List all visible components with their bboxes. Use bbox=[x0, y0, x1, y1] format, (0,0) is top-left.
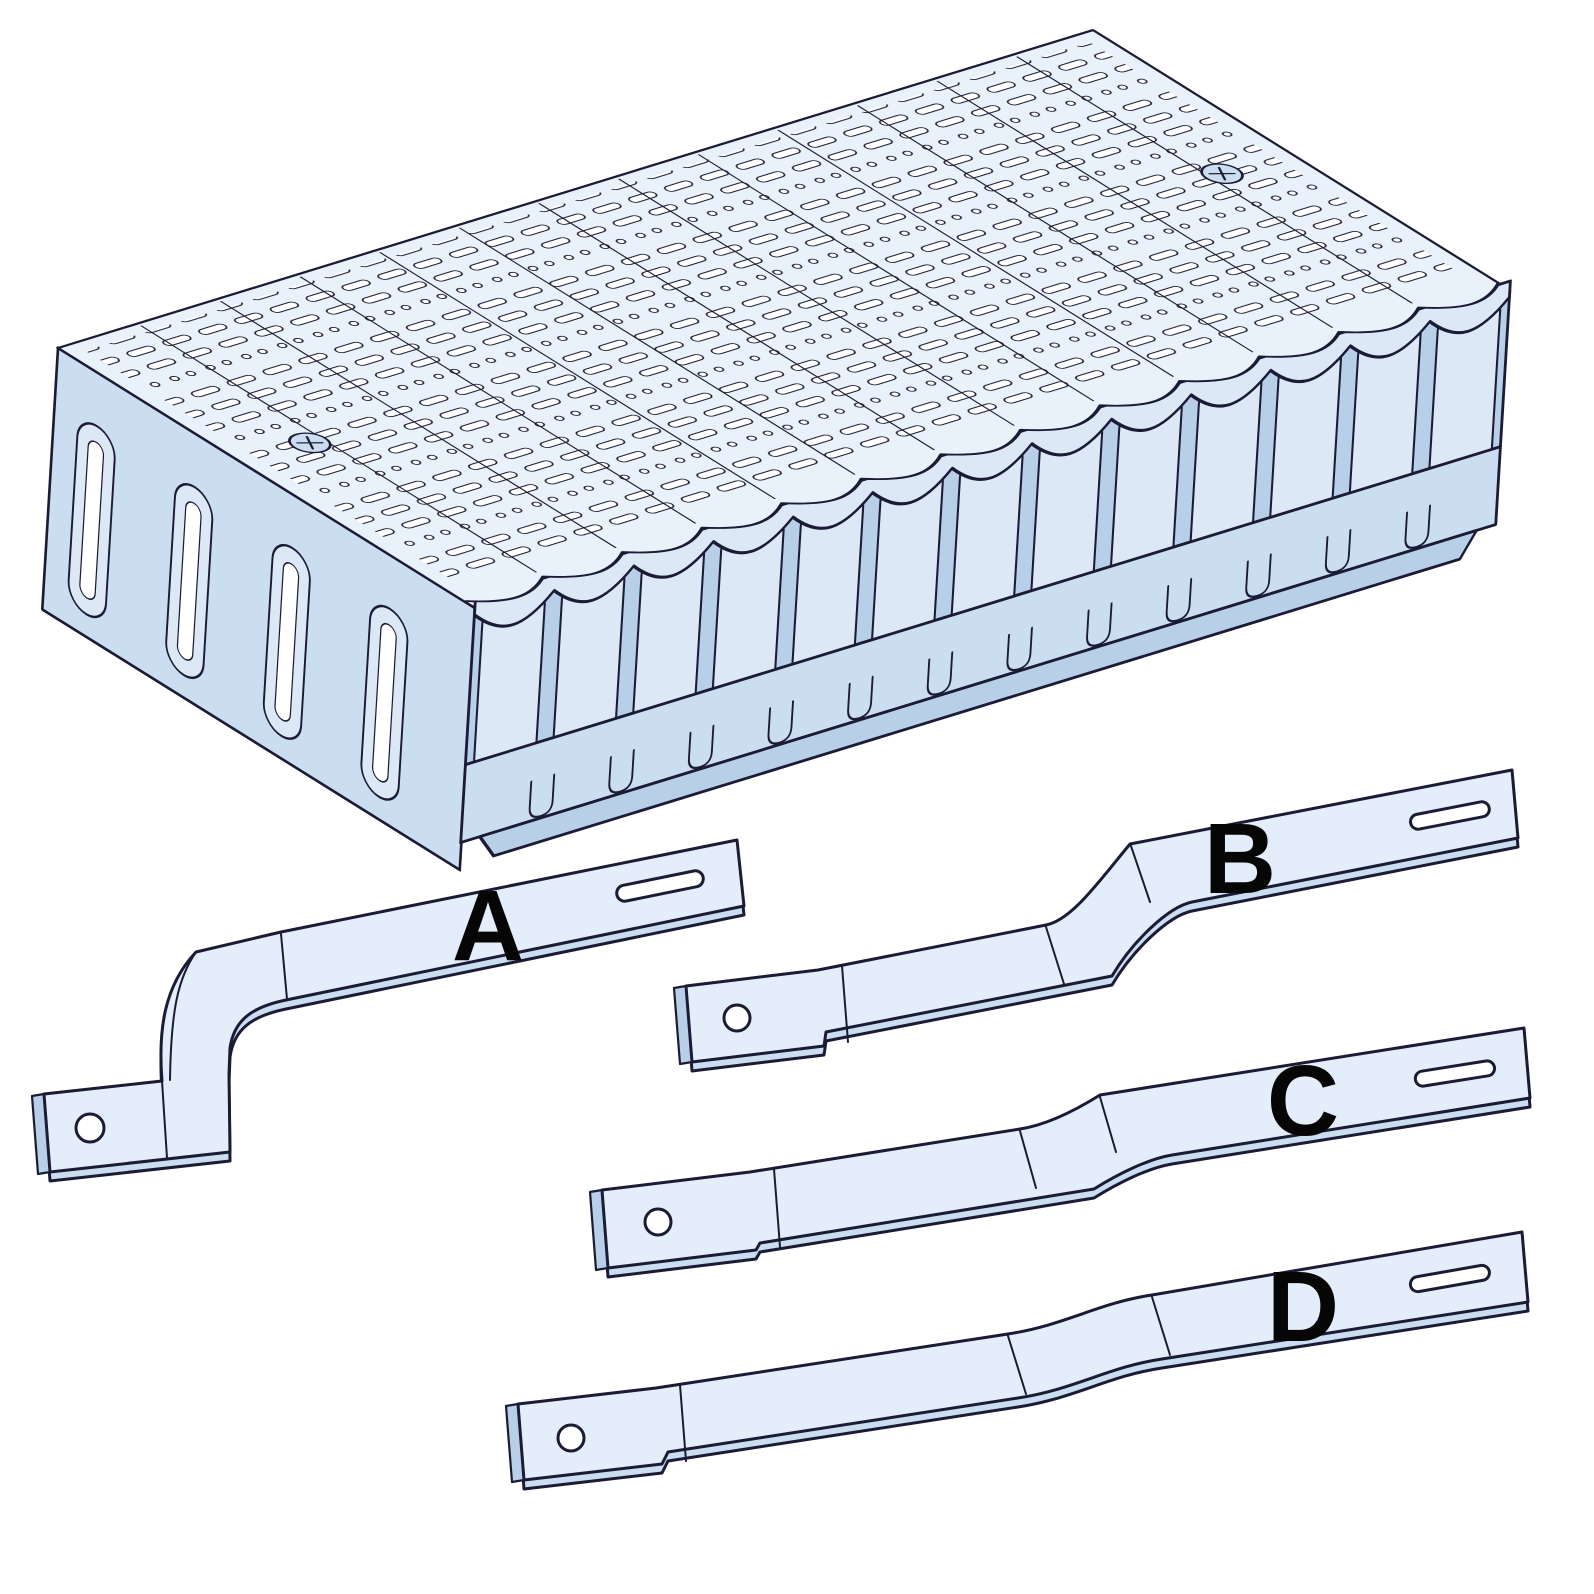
screw-icon bbox=[1200, 163, 1244, 185]
bar-b-label: B bbox=[1204, 803, 1276, 915]
cover-seam-line bbox=[697, 154, 1095, 402]
notch bbox=[1006, 626, 1033, 672]
link-bar-a: A bbox=[30, 838, 746, 1183]
screw-slot bbox=[305, 436, 315, 450]
bar-a-body bbox=[42, 838, 746, 1174]
link-bars: A B C bbox=[30, 768, 1532, 1491]
block-top-cover bbox=[56, 29, 1501, 603]
bar-d-slot-hole bbox=[1408, 1263, 1491, 1294]
link-bar-c: C bbox=[588, 1026, 1532, 1279]
link-bar-b: B bbox=[672, 768, 1520, 1073]
cover-seam-line bbox=[538, 203, 936, 451]
notch bbox=[528, 773, 556, 818]
bar-d-label: D bbox=[1267, 1251, 1339, 1363]
bar-c-bend-line bbox=[1099, 1096, 1117, 1153]
cover-seam-line bbox=[379, 252, 776, 500]
notch bbox=[1086, 602, 1113, 647]
busbar-block bbox=[41, 29, 1512, 872]
bar-d-bend-line bbox=[1007, 1335, 1027, 1395]
notch-row bbox=[528, 504, 1431, 818]
bar-d-seam-line bbox=[679, 1384, 687, 1462]
link-bar-d: D bbox=[504, 1230, 1530, 1491]
notch bbox=[767, 700, 794, 745]
cover-seam-line bbox=[458, 227, 856, 475]
bar-a-fold-line bbox=[169, 951, 197, 1081]
block-left-face bbox=[41, 346, 477, 872]
notch bbox=[1165, 577, 1193, 623]
cover-seam-line bbox=[936, 80, 1334, 328]
bar-a-bolt-hole bbox=[74, 1112, 106, 1144]
perforation-grid bbox=[85, 42, 1463, 584]
bar-d-bolt-hole bbox=[556, 1423, 586, 1453]
bar-c-bolt-hole bbox=[643, 1207, 673, 1237]
bar-b-slot-hole bbox=[1409, 800, 1491, 831]
screw-icon bbox=[288, 432, 332, 454]
cable-loop-slot bbox=[274, 562, 300, 722]
bar-b-body bbox=[684, 768, 1520, 1064]
bar-c-label: C bbox=[1267, 1045, 1339, 1157]
bar-b-bend-line bbox=[1130, 845, 1151, 903]
bar-b-bend-line bbox=[1045, 926, 1065, 985]
bar-c-slot-hole bbox=[1413, 1059, 1497, 1088]
bottom-lip bbox=[478, 528, 1479, 858]
bar-c-body bbox=[600, 1026, 1532, 1270]
notch bbox=[1245, 553, 1272, 598]
bar-d-body bbox=[516, 1230, 1530, 1482]
bar-a-slot-hole bbox=[615, 869, 705, 903]
cover-seams bbox=[140, 56, 1413, 573]
bar-a-seam-line bbox=[161, 1080, 168, 1159]
notch bbox=[687, 724, 715, 769]
cable-loop-slot bbox=[372, 622, 397, 783]
bar-b-seam-line bbox=[841, 965, 849, 1043]
bar-c-bend-line bbox=[1019, 1130, 1037, 1189]
bar-a-label: A bbox=[452, 870, 524, 982]
cable-loop-slot bbox=[79, 440, 105, 600]
notch bbox=[847, 675, 874, 721]
bar-b-bolt-hole bbox=[722, 1003, 752, 1033]
notch bbox=[1404, 504, 1431, 549]
notch bbox=[1324, 528, 1352, 574]
bar-d-bend-line bbox=[1151, 1296, 1171, 1356]
screw-slot bbox=[1217, 167, 1227, 181]
cable-loops bbox=[67, 422, 409, 801]
cover-seam-line bbox=[219, 300, 617, 549]
cover-seam-line bbox=[777, 129, 1175, 377]
cable-loop-slot bbox=[176, 501, 202, 661]
notch bbox=[608, 749, 635, 794]
cover-seam-line bbox=[140, 325, 538, 573]
bar-a-bend-line bbox=[280, 933, 288, 1000]
cover-seam-line bbox=[618, 178, 1015, 426]
cover-seam-line bbox=[856, 105, 1254, 353]
notch bbox=[926, 651, 954, 696]
cover-seam-line bbox=[299, 276, 697, 524]
bar-c-seam-line bbox=[773, 1168, 781, 1248]
